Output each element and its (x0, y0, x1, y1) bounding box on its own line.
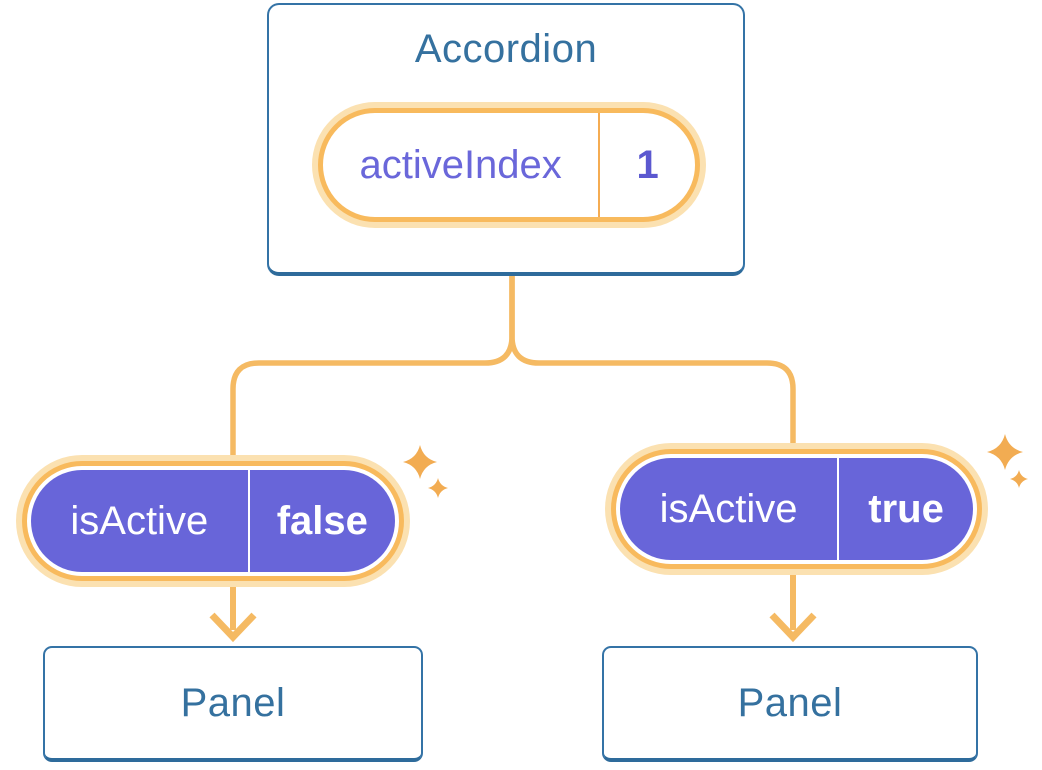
state-value: 1 (598, 113, 695, 217)
prop-name-label: isActive (659, 486, 798, 531)
prop-pill-body: isActive true (620, 458, 973, 560)
state-name-label: activeIndex (359, 142, 562, 187)
state-pill-ring: activeIndex 1 (318, 108, 700, 222)
prop-pill-body: isActive false (31, 470, 395, 572)
prop-pill-ring: isActive true (611, 449, 982, 569)
panel-component-card-right: Panel (602, 646, 978, 762)
state-pill-activeindex: activeIndex 1 (312, 102, 706, 228)
prop-value: true (837, 458, 973, 560)
panel-component-card-left: Panel (43, 646, 423, 762)
prop-pill-isactive-true: isActive true (605, 443, 988, 575)
sparkle-icon (1010, 470, 1028, 488)
connector-branch-left (230, 276, 515, 457)
sparkle-icon (987, 434, 1023, 470)
accordion-title: Accordion (414, 27, 598, 71)
prop-pill-isactive-false: isActive false (16, 455, 410, 587)
sparkle-icon (403, 445, 437, 479)
panel-title: Panel (180, 680, 286, 725)
prop-pill-ring: isActive false (22, 461, 404, 581)
accordion-component-card: Accordion activeIndex 1 (267, 3, 745, 276)
panel-title: Panel (737, 680, 843, 725)
arrow-left-head (209, 612, 257, 643)
prop-value: false (247, 470, 395, 572)
prop-name-label: isActive (70, 498, 209, 543)
connector-branch-right (509, 276, 796, 445)
sparkle-icon (428, 478, 448, 498)
arrow-right-head (769, 612, 817, 643)
